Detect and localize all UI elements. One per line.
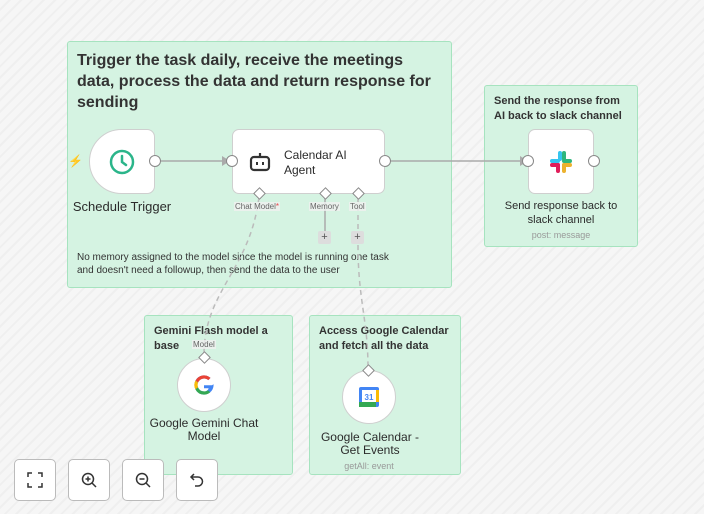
sticky-note: No memory assigned to the model since th… [77,252,389,276]
sticky-slack[interactable]: Send the response from AI back to slack … [484,85,638,247]
calendar-label: Google Calendar - Get Events [320,430,420,457]
clock-icon [109,149,135,174]
slack-subtitle: post: message [531,230,591,240]
trigger-label: Schedule Trigger [72,199,172,214]
agent-output-port[interactable] [379,155,391,167]
zoom-in-button[interactable] [68,459,110,501]
slack-icon [550,150,572,173]
reset-zoom-button[interactable] [176,459,218,501]
zoom-out-button[interactable] [122,459,164,501]
google-icon [194,375,214,395]
zoom-out-icon [135,472,151,488]
fit-view-icon [27,472,43,488]
slack-input-port[interactable] [522,155,534,167]
calendar-subtitle: getAll: event [344,461,394,471]
sticky-title: Access Google Calendar and fetch all the… [319,325,449,352]
ai-agent-node[interactable]: Calendar AI Agent [232,129,385,194]
schedule-trigger-node[interactable] [89,129,155,194]
svg-text:31: 31 [365,393,374,402]
fit-view-button[interactable] [14,459,56,501]
trigger-bolt-icon: ⚡ [68,154,83,168]
agent-label: Calendar AI Agent [284,148,347,177]
zoom-in-icon [81,472,97,488]
sticky-gemini[interactable]: Gemini Flash model a base [144,315,293,475]
robot-icon [249,153,271,172]
chat-model-port-label: Chat Model* [234,202,281,211]
model-port-label: Model [192,340,216,349]
google-calendar-node[interactable]: 31 [342,370,396,424]
tool-port-label: Tool [349,202,366,211]
slack-node[interactable] [528,129,594,194]
add-memory-button[interactable]: + [318,231,331,244]
gemini-node[interactable] [177,358,231,412]
gemini-label: Google Gemini Chat Model [149,416,259,443]
sticky-title: Gemini Flash model a base [154,325,268,352]
slack-label: Send response back to slack channel [504,200,618,226]
undo-icon [189,473,204,487]
sticky-title: Trigger the task daily, receive the meet… [77,52,431,111]
add-tool-button[interactable]: + [351,231,364,244]
trigger-output-port[interactable] [149,155,161,167]
agent-input-port[interactable] [226,155,238,167]
memory-port-label: Memory [309,202,340,211]
slack-output-port[interactable] [588,155,600,167]
sticky-title: Send the response from AI back to slack … [494,95,622,122]
google-calendar-icon: 31 [359,387,379,407]
